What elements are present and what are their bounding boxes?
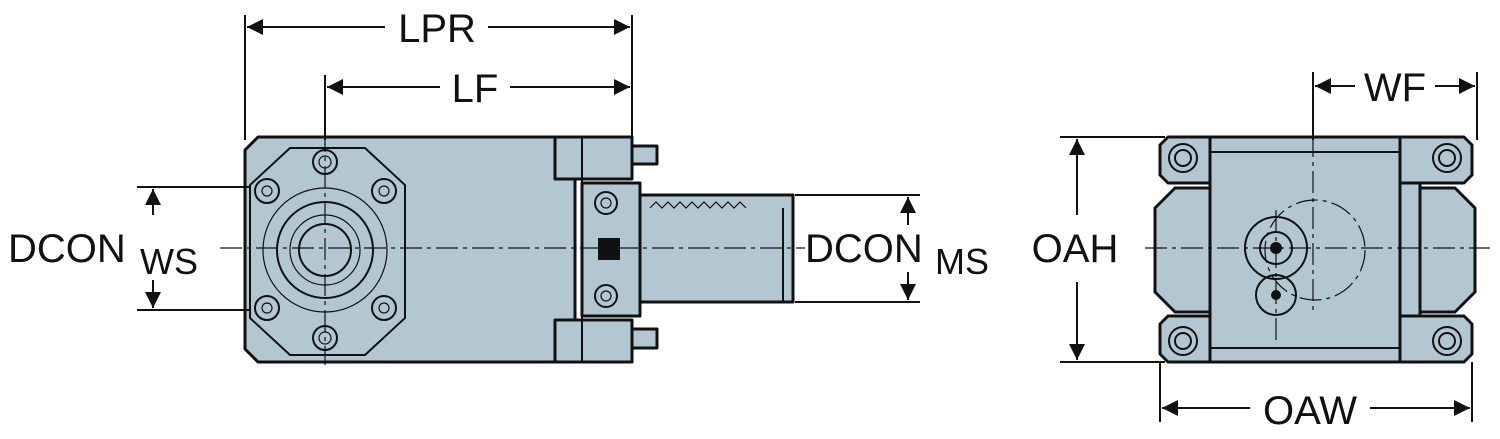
upper-clamp [553, 135, 634, 181]
label-lf: LF [452, 67, 499, 111]
dimensions-side [137, 15, 920, 311]
lower-clamp [553, 318, 634, 364]
front-view [1145, 135, 1490, 364]
label-oah: OAH [1032, 227, 1119, 271]
label-oaw: OAW [1263, 389, 1357, 433]
flange-outline [249, 147, 406, 356]
corner-pad [1398, 314, 1474, 364]
label-dcon-ws-sub: WS [140, 241, 198, 282]
corner-pad [1398, 135, 1474, 185]
label-wf: WF [1364, 66, 1426, 110]
label-dcon-ms: DCON [805, 227, 923, 271]
front-body [1208, 135, 1402, 364]
label-dcon-ms-sub: MS [935, 241, 989, 282]
label-lpr: LPR [398, 7, 476, 51]
main-body [243, 135, 577, 364]
label-dcon-ws: DCON [8, 227, 126, 271]
side-view [220, 130, 805, 365]
dimensions-front [1060, 72, 1478, 422]
